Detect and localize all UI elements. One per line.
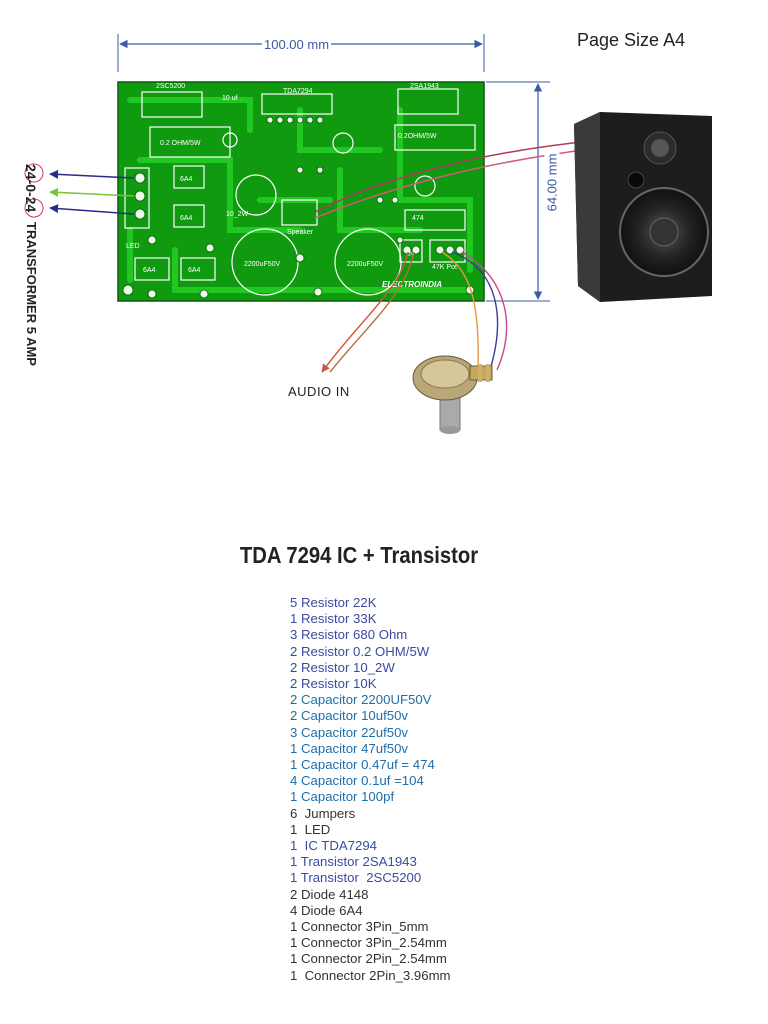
bom-item: 2 Capacitor 2200UF50V — [290, 692, 432, 708]
bom-item: 4 Capacitor 0.1uf =104 — [290, 773, 424, 789]
transformer-wires — [24, 163, 135, 218]
bom-item: 1 Transistor 2SA1943 — [290, 854, 417, 870]
bom-item: 1 Capacitor 0.47uf = 474 — [290, 757, 435, 773]
bom-item: 1 Capacitor 47uf50v — [290, 740, 409, 756]
bom-item: 1 IC TDA7294 — [290, 838, 377, 854]
bom-item: 5 Resistor 22K — [290, 595, 377, 610]
bom-item: 2 Diode 4148 — [290, 886, 369, 902]
c10-label: 10 uf — [222, 95, 238, 102]
bom-item: 4 Diode 6A4 — [290, 902, 363, 918]
d2-label: 6A4 — [180, 215, 193, 222]
schematic-drawing: 2SC5200 2SA1943 TDA7294 0.2 OHM/5W 0.2OH… — [24, 34, 712, 434]
audio-in-wires — [321, 251, 415, 373]
ic-label: TDA7294 — [283, 88, 313, 95]
d3-label: 6A4 — [143, 267, 156, 274]
pot-label: 47K Pot — [432, 264, 457, 271]
bom-item: 1 Transistor 2SC5200 — [290, 870, 422, 886]
bom-item: 2 Resistor 10_2W — [290, 659, 395, 675]
pot-wires — [441, 251, 508, 371]
r10-label: 10_2W — [226, 211, 249, 218]
speaker-icon — [574, 112, 712, 302]
bom-item: 1 Connector 2Pin_3.96mm — [290, 967, 451, 983]
pcb-board: 2SC5200 2SA1943 TDA7294 0.2 OHM/5W 0.2OH… — [117, 81, 485, 302]
height-dimension — [486, 81, 550, 302]
led-label: LED — [126, 243, 140, 250]
transformer-label: TRANSFORMER 5 AMP — [24, 222, 39, 366]
bom-item: 1 Connector 3Pin_5mm — [290, 919, 429, 935]
bom-item: 2 Resistor 10K — [290, 676, 377, 692]
bom-item: 3 Resistor 680 Ohm — [290, 627, 408, 643]
width-dimension-label: 100.00 mm — [262, 37, 332, 52]
speaker-label: Speaker — [287, 229, 314, 236]
potentiometer-icon — [412, 355, 493, 434]
bom-item: 2 Capacitor 10uf50v — [290, 708, 409, 724]
c474-label: 474 — [412, 215, 424, 222]
bom-item: 6 Jumpers — [290, 805, 356, 821]
bom-item: 1 Capacitor 100pf — [290, 789, 395, 805]
d1-label: 6A4 — [180, 176, 193, 183]
bom-item: 1 Connector 2Pin_2.54mm — [290, 951, 447, 967]
in-label: IN — [407, 251, 414, 258]
page-size-label: Page Size A4 — [577, 30, 686, 50]
bom-item: 1 LED — [290, 821, 331, 837]
brand-label: ELECTROINDIA — [382, 280, 442, 289]
audio-in-label: AUDIO IN — [288, 384, 350, 399]
height-dimension-label: 64.00 mm — [544, 151, 560, 214]
bom-item: 1 Resistor 33K — [290, 611, 377, 627]
transformer-label-group: 24-0-24 TRANSFORMER 5 AMP — [0, 160, 40, 390]
bom-item: 2 Resistor 0.2 OHM/5W — [290, 643, 430, 659]
q2-label: 2SA1943 — [410, 83, 439, 90]
d4-label: 6A4 — [188, 267, 201, 274]
res1-label: 0.2 OHM/5W — [160, 140, 201, 147]
cap1-label: 2200uF50V — [244, 261, 281, 268]
transformer-voltage: 24-0-24 — [23, 164, 39, 213]
bom-item: 3 Capacitor 22uf50v — [290, 724, 409, 740]
q1-label: 2SC5200 — [156, 83, 185, 90]
speaker-wires — [314, 139, 601, 219]
page-title: TDA 7294 IC + Transistor — [239, 542, 479, 568]
bom-item: 1 Connector 3Pin_2.54mm — [290, 935, 447, 951]
res2-label: 0.2OHM/5W — [398, 133, 437, 140]
cap2-label: 2200uF50V — [347, 261, 384, 268]
